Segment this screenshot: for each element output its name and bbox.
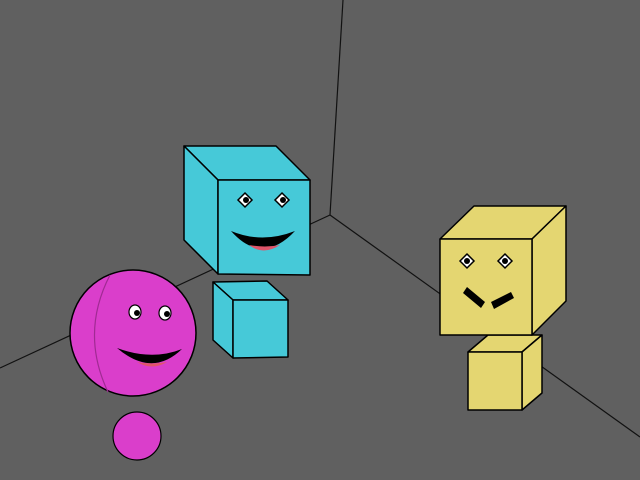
magenta-ball-body — [69, 269, 197, 397]
small-magenta-ball[interactable] — [112, 411, 162, 461]
cyan-cube-front — [217, 179, 311, 276]
magenta-tongue — [137, 362, 167, 367]
yellow-cube-character[interactable] — [439, 205, 567, 336]
magenta-ball-seam — [93, 274, 111, 393]
yellow-cube-face — [458, 252, 514, 309]
small-cyan-cube-front — [232, 299, 289, 359]
small-yellow-cube[interactable] — [467, 334, 543, 411]
magenta-ball-character[interactable] — [69, 269, 197, 397]
yellow-mouth-right — [491, 292, 514, 309]
small-cyan-cube[interactable] — [212, 280, 289, 359]
room-corner-edge — [329, 0, 344, 216]
magenta-ball-face — [117, 304, 182, 367]
small-yellow-cube-front — [467, 351, 523, 411]
cyan-tongue — [249, 245, 280, 251]
cyan-cube-character[interactable] — [183, 145, 311, 276]
cyan-mouth — [231, 231, 295, 249]
yellow-mouth-left — [463, 287, 485, 308]
yellow-cube-front — [439, 238, 533, 336]
magenta-mouth — [117, 348, 182, 364]
cyan-cube-face — [231, 191, 295, 251]
